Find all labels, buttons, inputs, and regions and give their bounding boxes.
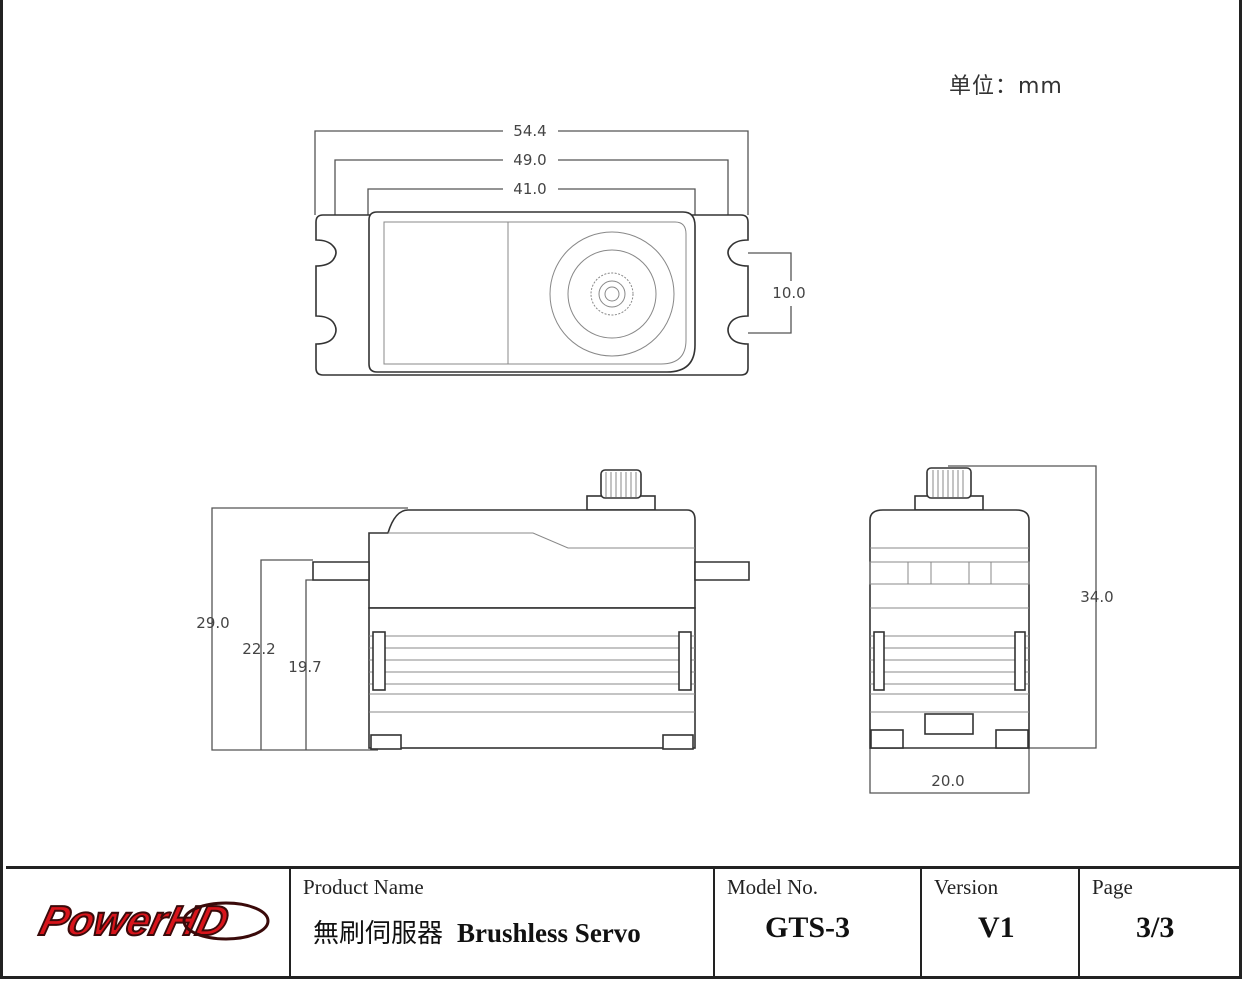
powerhd-logo: PowerHD xyxy=(34,897,270,946)
servo-drawing: 54.4 49.0 41.0 10.0 xyxy=(196,122,1114,794)
model-cell: Model No. GTS-3 xyxy=(713,869,920,979)
product-name: 無刷伺服器 Brushless Servo xyxy=(313,913,641,950)
version-value: V1 xyxy=(978,911,1015,944)
top-view: 54.4 49.0 41.0 10.0 xyxy=(314,122,806,376)
side-view: 29.0 22.2 19.7 xyxy=(196,469,750,751)
dim-mount-spacing: 49.0 xyxy=(513,151,546,169)
page-label: Page xyxy=(1092,875,1133,899)
dim-case-height: 19.7 xyxy=(288,658,321,676)
technical-drawing: 单位：mm 54.4 49.0 41.0 xyxy=(3,0,1242,866)
version-label: Version xyxy=(934,875,999,899)
product-name-en: Brushless Servo xyxy=(457,918,641,948)
dim-case-length: 41.0 xyxy=(513,180,546,198)
dim-overall-length: 54.4 xyxy=(513,122,546,140)
dim-width: 20.0 xyxy=(931,772,964,790)
dim-overall-height: 29.0 xyxy=(196,614,229,632)
logo-cell: PowerHD xyxy=(6,869,289,979)
model-value: GTS-3 xyxy=(765,911,851,944)
dim-total-height: 34.0 xyxy=(1080,588,1113,606)
product-name-cn: 無刷伺服器 xyxy=(313,919,444,949)
version-cell: Version V1 xyxy=(920,869,1078,979)
end-view: 34.0 20.0 xyxy=(869,465,1114,794)
model-label: Model No. xyxy=(727,875,818,899)
dim-mount-hole-spacing: 10.0 xyxy=(772,284,805,302)
page-cell: Page 3/3 xyxy=(1078,869,1240,979)
product-name-cell: Product Name 無刷伺服器 Brushless Servo xyxy=(289,869,713,979)
title-block: PowerHD Product Name 無刷伺服器 Brushless Serv… xyxy=(6,866,1240,979)
logo-text: PowerHD xyxy=(35,898,233,945)
dim-flange-height: 22.2 xyxy=(242,640,275,658)
page-value: 3/3 xyxy=(1136,911,1175,944)
units-label: 单位：mm xyxy=(949,74,1063,99)
product-name-label: Product Name xyxy=(303,875,424,899)
